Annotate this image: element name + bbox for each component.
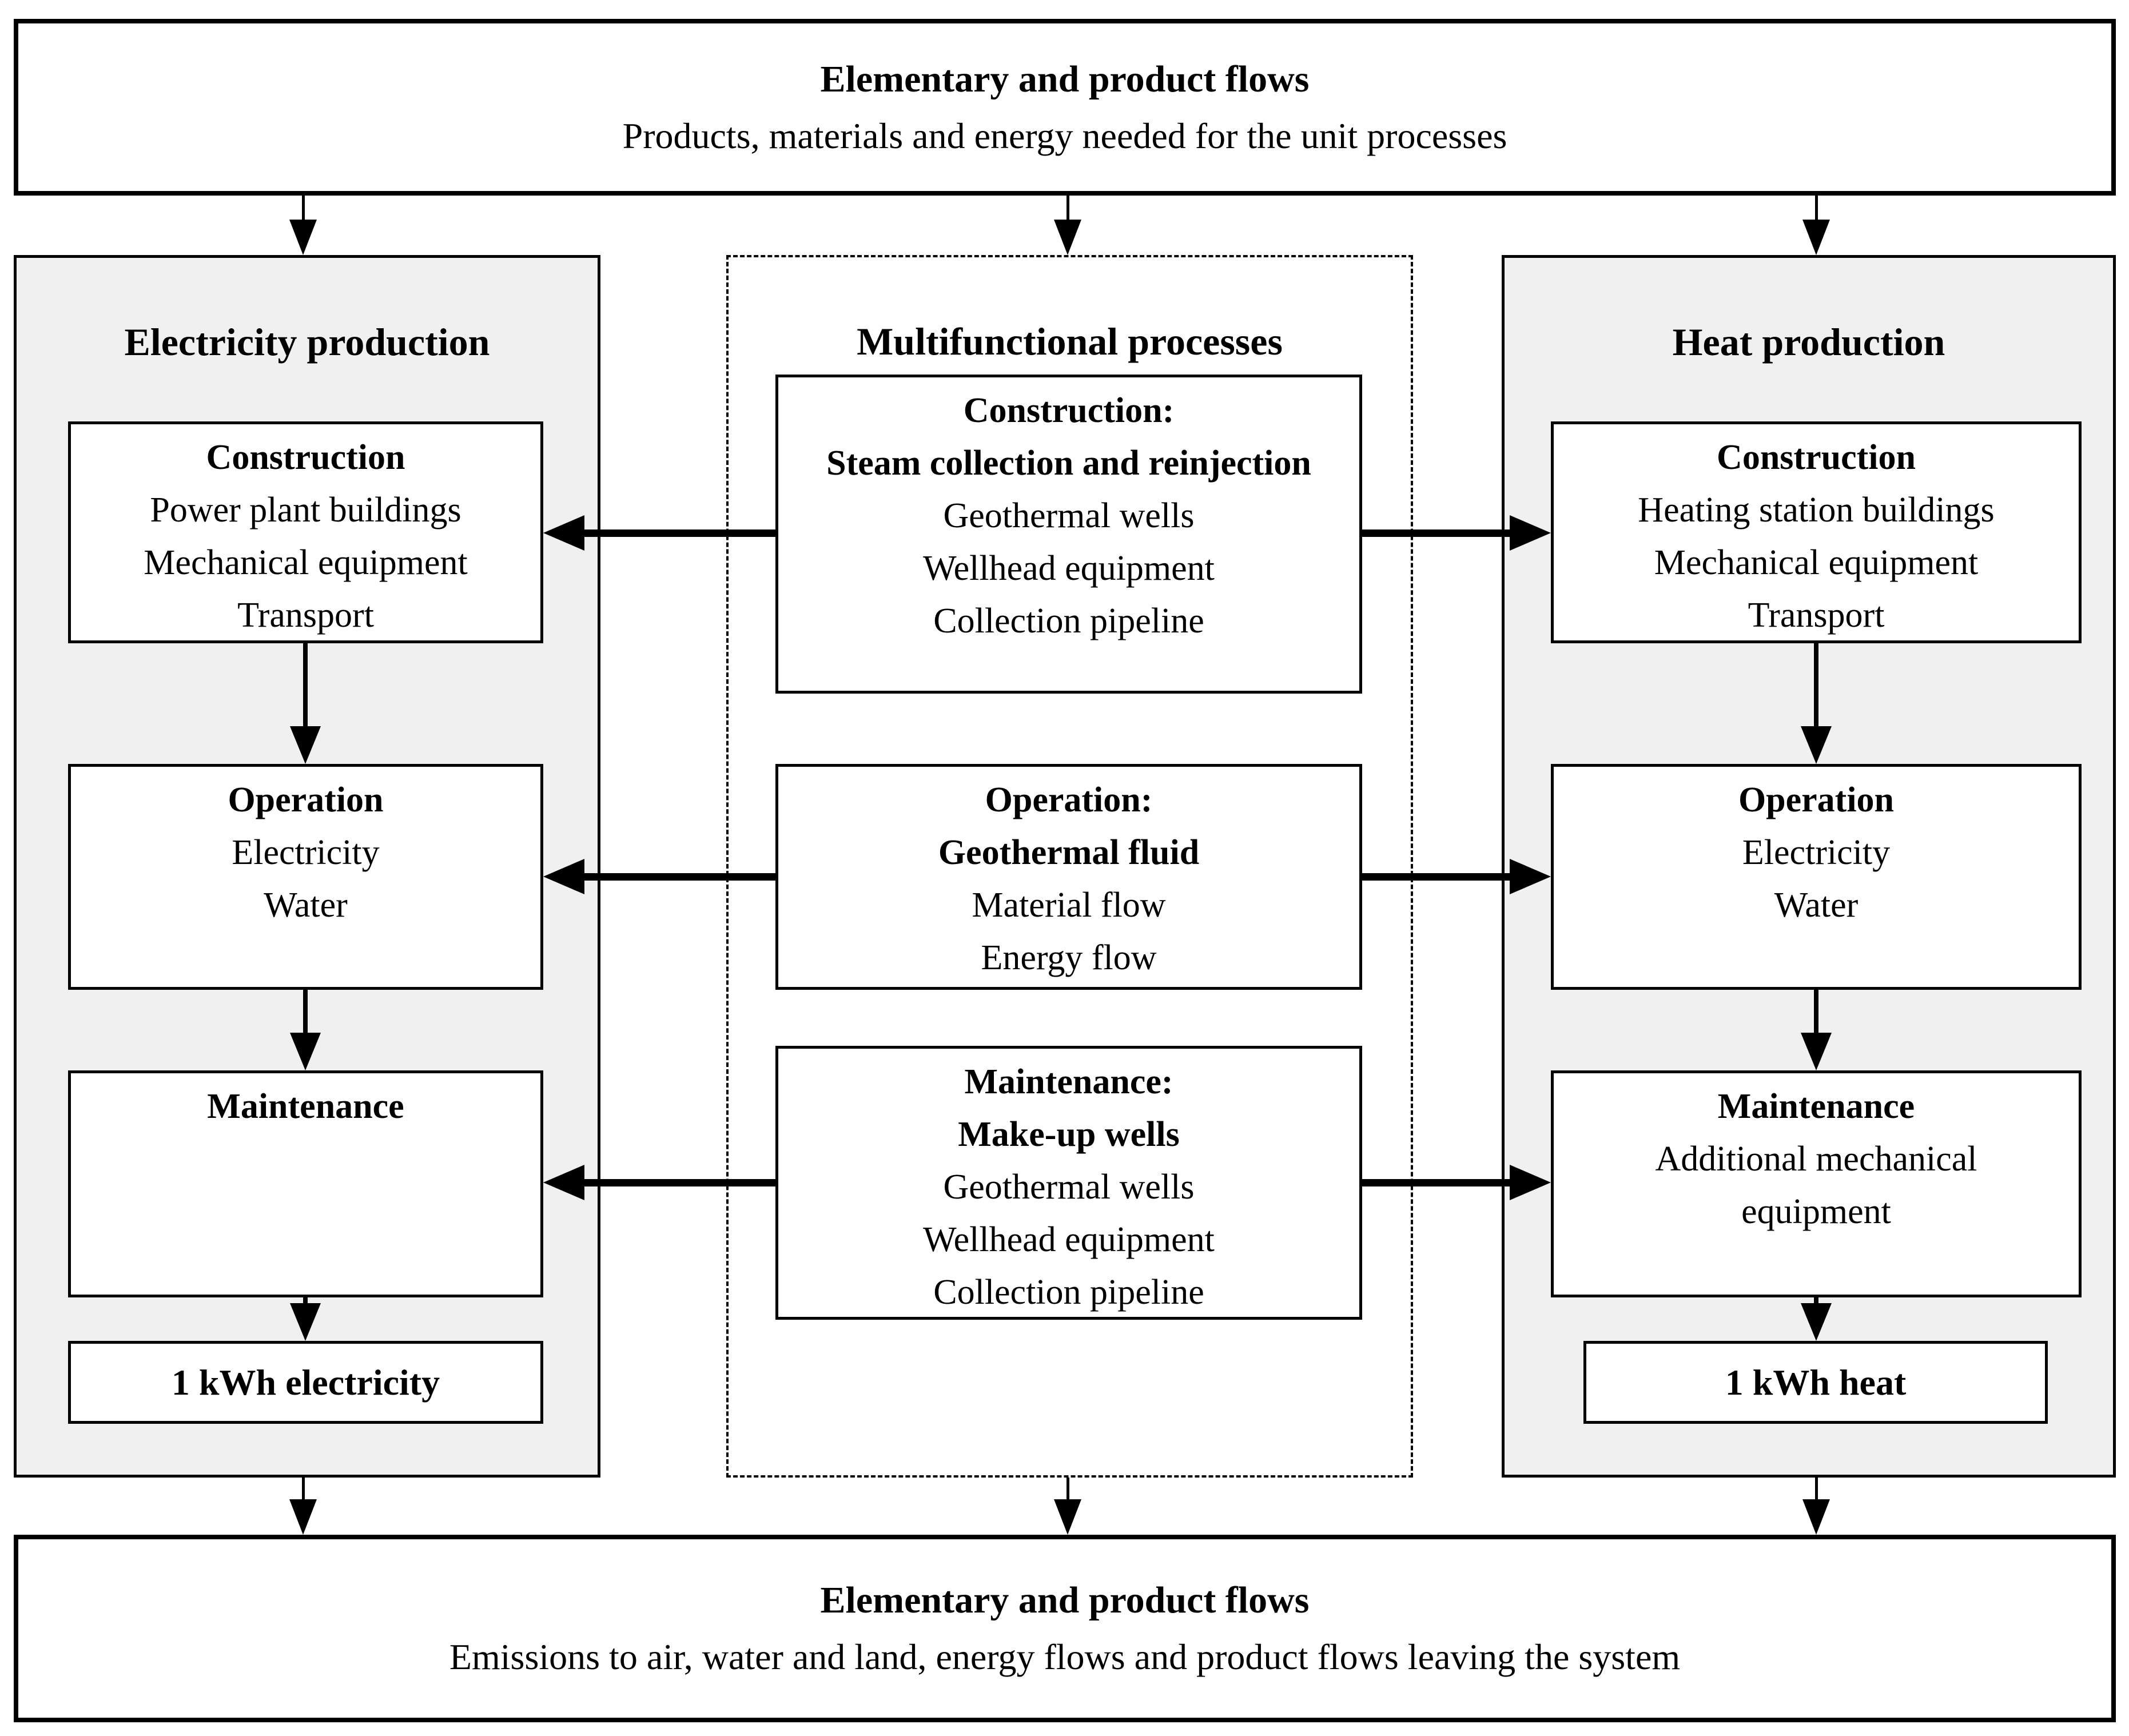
multifunctional-maintenance-box: Maintenance: Make-up wells Geothermal we… bbox=[775, 1046, 1362, 1320]
box-title: Construction bbox=[206, 438, 405, 477]
box-line: Wellhead equipment bbox=[923, 549, 1215, 588]
electricity-output-box: 1 kWh electricity bbox=[68, 1341, 543, 1424]
box-title: Maintenance bbox=[1717, 1087, 1915, 1126]
output-label: 1 kWh electricity bbox=[171, 1361, 440, 1403]
box-line: Water bbox=[264, 886, 348, 925]
box-title: Maintenance: bbox=[964, 1062, 1173, 1101]
electricity-construction-box: Construction Power plant buildings Mecha… bbox=[68, 421, 543, 643]
box-line: Collection pipeline bbox=[933, 1273, 1204, 1312]
box-line: Additional mechanical equipment bbox=[1655, 1140, 1977, 1231]
box-line: Water bbox=[1774, 886, 1859, 925]
box-title: Construction: bbox=[963, 391, 1175, 430]
box-line: Mechanical equipment bbox=[144, 543, 468, 582]
box-line: Electricity bbox=[232, 833, 380, 872]
box-line: Geothermal wells bbox=[943, 1168, 1195, 1207]
top-flows-title: Elementary and product flows bbox=[820, 58, 1310, 100]
top-flows-subtitle: Products, materials and energy needed fo… bbox=[622, 115, 1507, 156]
box-line: Collection pipeline bbox=[933, 602, 1204, 640]
box-line: Material flow bbox=[972, 886, 1166, 925]
heat-operation-box: Operation Electricity Water bbox=[1551, 764, 2082, 990]
heat-maintenance-box: Maintenance Additional mechanical equipm… bbox=[1551, 1070, 2082, 1297]
box-line: Electricity bbox=[1742, 833, 1891, 872]
box-line: Transport bbox=[237, 596, 374, 635]
electricity-operation-box: Operation Electricity Water bbox=[68, 764, 543, 990]
heat-output-box: 1 kWh heat bbox=[1583, 1341, 2048, 1424]
box-line: Energy flow bbox=[981, 938, 1157, 977]
box-title: Operation bbox=[228, 781, 384, 819]
box-subtitle: Make-up wells bbox=[958, 1115, 1180, 1154]
heat-production-title: Heat production bbox=[1672, 320, 1945, 364]
box-line: Heating station buildings bbox=[1638, 491, 1995, 529]
box-subtitle: Steam collection and reinjection bbox=[826, 444, 1311, 483]
box-subtitle: Geothermal fluid bbox=[938, 833, 1200, 872]
box-line: Power plant buildings bbox=[150, 491, 461, 529]
heat-construction-box: Construction Heating station buildings M… bbox=[1551, 421, 2082, 643]
bottom-flows-title: Elementary and product flows bbox=[820, 1579, 1310, 1621]
output-label: 1 kWh heat bbox=[1725, 1361, 1907, 1403]
box-title: Construction bbox=[1717, 438, 1916, 477]
multifunctional-operation-box: Operation: Geothermal fluid Material flo… bbox=[775, 764, 1362, 990]
box-title: Maintenance bbox=[207, 1087, 404, 1126]
box-title: Operation bbox=[1738, 781, 1895, 819]
box-line: Mechanical equipment bbox=[1654, 543, 1979, 582]
electricity-maintenance-box: Maintenance bbox=[68, 1070, 543, 1297]
multifunctional-processes-title: Multifunctional processes bbox=[857, 320, 1283, 363]
bottom-flows-box: Elementary and product flows Emissions t… bbox=[14, 1535, 2116, 1722]
multifunctional-construction-box: Construction: Steam collection and reinj… bbox=[775, 375, 1362, 694]
top-flows-box: Elementary and product flows Products, m… bbox=[14, 19, 2116, 196]
box-line: Transport bbox=[1748, 596, 1885, 635]
electricity-production-title: Electricity production bbox=[124, 320, 490, 364]
bottom-flows-subtitle: Emissions to air, water and land, energy… bbox=[449, 1637, 1681, 1677]
box-title: Operation: bbox=[985, 781, 1153, 819]
box-line: Wellhead equipment bbox=[923, 1220, 1215, 1259]
box-line: Geothermal wells bbox=[943, 496, 1195, 535]
